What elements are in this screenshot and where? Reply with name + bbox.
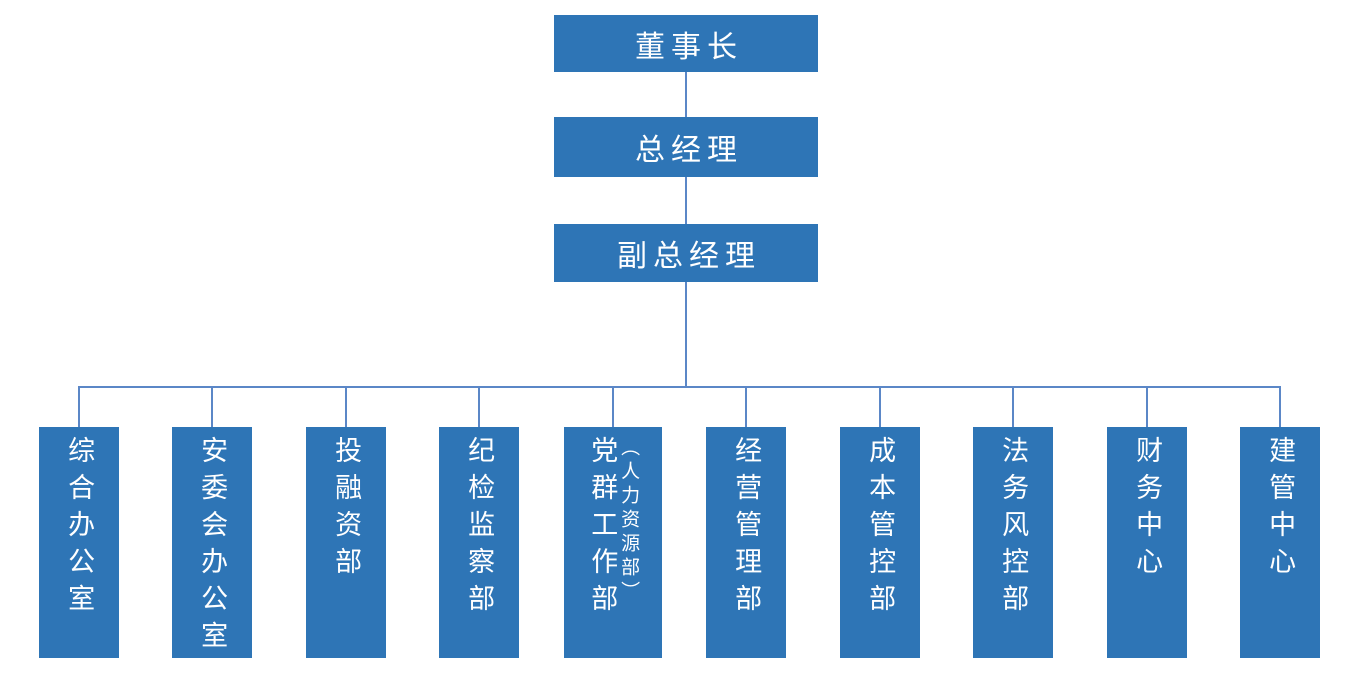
department-box: 综合办公室 bbox=[39, 388, 119, 658]
connector-drop bbox=[1279, 388, 1281, 427]
connector-horizontal-bus bbox=[78, 386, 1281, 388]
department-box: 建管中心 bbox=[1240, 388, 1320, 658]
connector-drop bbox=[211, 388, 213, 427]
department-box: 法务风控部 bbox=[973, 388, 1053, 658]
department-label: 纪检监察部 bbox=[464, 436, 495, 621]
connector-drop bbox=[78, 388, 80, 427]
department-label: 成本管控部 bbox=[865, 436, 896, 621]
department-sublabel: （人力资源部） bbox=[618, 437, 640, 605]
department-box: 安委会办公室 bbox=[172, 388, 252, 658]
department-box: 成本管控部 bbox=[840, 388, 920, 658]
department-label: 综合办公室 bbox=[64, 436, 95, 621]
department-label: 财务中心 bbox=[1132, 436, 1163, 584]
department-label: 法务风控部 bbox=[998, 436, 1029, 621]
connector-drop bbox=[879, 388, 881, 427]
exec-label-chairman: 董事长 bbox=[635, 30, 743, 64]
department-box: 财务中心 bbox=[1107, 388, 1187, 658]
department-box: 投融资部 bbox=[306, 388, 386, 658]
connector-drop bbox=[1012, 388, 1014, 427]
department-label: 安委会办公室 bbox=[197, 436, 228, 658]
department-label: 党群工作部 bbox=[587, 436, 618, 621]
department-label: 经营管理部 bbox=[731, 436, 762, 621]
connector-dgm-trunk bbox=[685, 282, 687, 386]
exec-box-deputy-general-manager: 副总经理 bbox=[554, 224, 818, 282]
connector-gm-dgm bbox=[685, 177, 687, 224]
exec-label-general-manager: 总经理 bbox=[635, 134, 743, 167]
connector-drop bbox=[478, 388, 480, 427]
department-label: 投融资部 bbox=[331, 436, 362, 584]
connector-drop bbox=[745, 388, 747, 427]
connector-chairman-gm bbox=[685, 72, 687, 117]
connector-drop bbox=[345, 388, 347, 427]
exec-label-deputy-general-manager: 副总经理 bbox=[617, 240, 761, 273]
department-box: 党群工作部 （人力资源部） bbox=[564, 388, 662, 658]
connector-drop bbox=[612, 388, 614, 427]
department-box: 纪检监察部 bbox=[439, 388, 519, 658]
department-box: 经营管理部 bbox=[706, 388, 786, 658]
department-label: 建管中心 bbox=[1265, 436, 1296, 584]
exec-box-chairman: 董事长 bbox=[554, 15, 818, 72]
connector-drop bbox=[1146, 388, 1148, 427]
exec-box-general-manager: 总经理 bbox=[554, 117, 818, 177]
